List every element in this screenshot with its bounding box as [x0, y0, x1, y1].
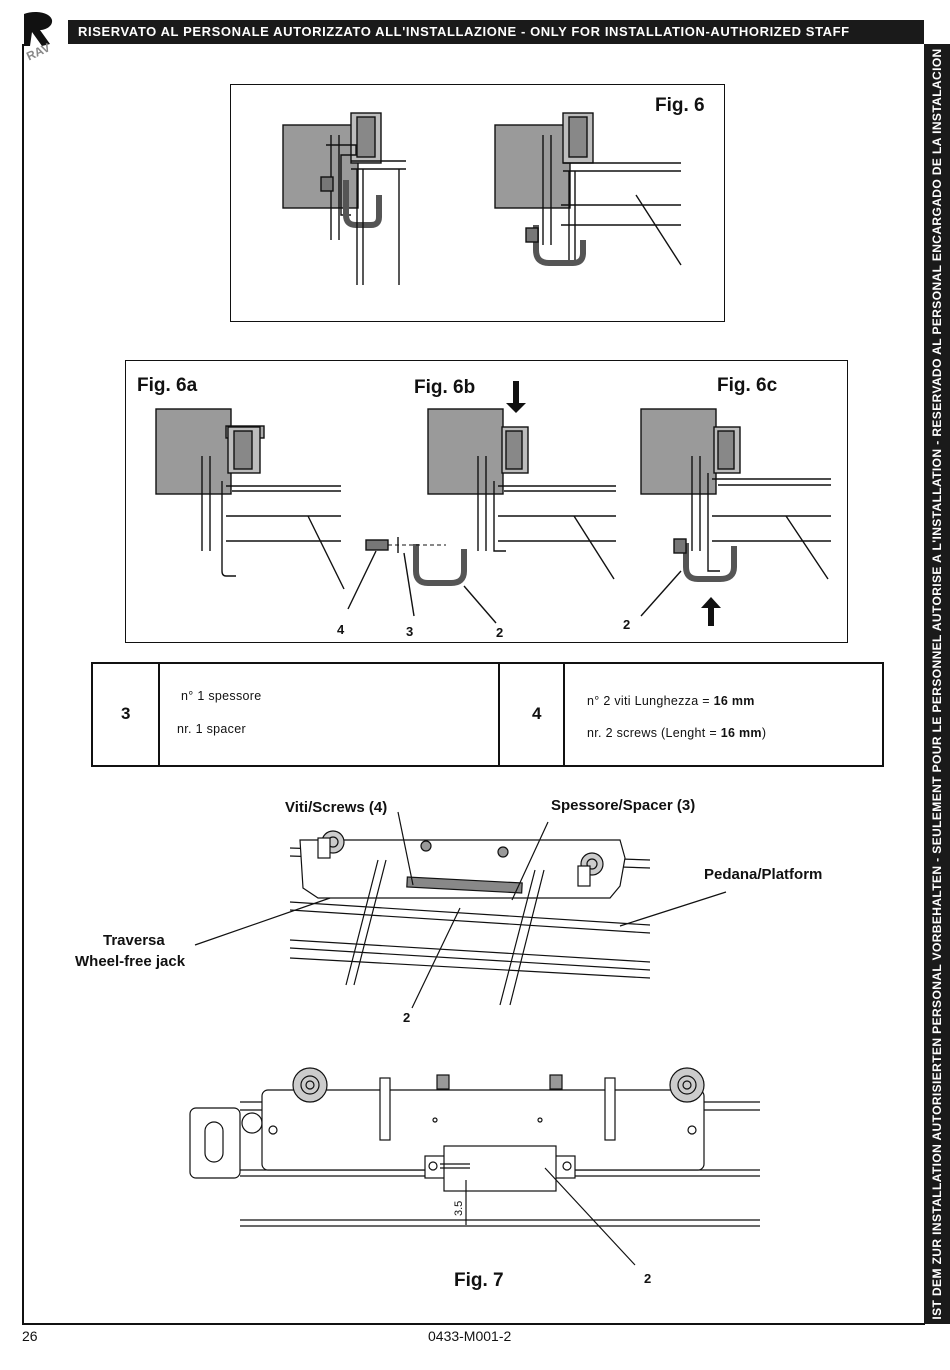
rav-logo: RAV	[20, 10, 64, 63]
fig6abc-box: Fig. 6a Fig. 6b Fig. 6c	[125, 360, 848, 643]
screws-label: Viti/Screws (4)	[285, 799, 388, 816]
fig7-drawing: 3.5	[189, 1067, 760, 1266]
header-banner: RISERVATO AL PERSONALE AUTORIZZATO ALL'I…	[68, 20, 924, 44]
item3-line1: n° 1 spessore	[181, 689, 262, 703]
platform-label: Pedana/Platform	[704, 866, 823, 883]
assembly-drawing	[194, 811, 727, 1009]
frame-bottom-rule	[22, 1323, 925, 1325]
fig6c-label: Fig. 6c	[717, 375, 778, 396]
spacer-label: Spessore/Spacer (3)	[551, 797, 696, 814]
item3-number: 3	[121, 704, 131, 723]
item4-line2-length: 16 mm	[720, 726, 762, 740]
fig6b-label: Fig. 6b	[414, 377, 476, 398]
callout-3-fig6b: 3	[406, 624, 414, 639]
item4-number: 4	[532, 704, 542, 723]
fig6-label: Fig. 6	[655, 95, 705, 116]
fig6abc-drawing	[155, 381, 831, 626]
spec-table: 3 n° 1 spessore nr. 1 spacer 4 n° 2 viti…	[91, 662, 884, 767]
callout-2-fig6b: 2	[496, 625, 504, 640]
jack-label-line1: Traversa	[103, 932, 165, 949]
document-code: 0433-M001-2	[428, 1328, 512, 1344]
fig6-box: Fig. 6	[230, 84, 725, 322]
jack-label-line2: Wheel-free jack	[75, 953, 186, 970]
item4-line2: nr. 2 screws (Lenght = 16 mm)	[587, 726, 766, 740]
item3-line2: nr. 1 spacer	[177, 722, 246, 736]
callout-2-fig6c: 2	[623, 617, 631, 632]
fig6-drawing	[282, 112, 682, 285]
table-divider	[563, 664, 565, 765]
item4-line2-text: nr. 2 screws (Lenght =	[587, 726, 721, 740]
assembly-callout-2: 2	[403, 1010, 411, 1025]
table-divider	[158, 664, 160, 765]
page-number: 26	[22, 1328, 38, 1344]
fig7-callout-2: 2	[644, 1271, 652, 1286]
item4-line1-length: 16 mm	[713, 694, 755, 708]
fig7-label: Fig. 7	[454, 1270, 504, 1291]
fig7-dimension: 3.5	[453, 1201, 465, 1216]
item4-line1-text: n° 2 viti Lunghezza =	[587, 694, 714, 708]
item4-line1: n° 2 viti Lunghezza = 16 mm	[587, 694, 755, 708]
table-divider	[498, 664, 500, 765]
frame-left-rule	[22, 44, 24, 1324]
fig6a-label: Fig. 6a	[137, 375, 198, 396]
callout-4-fig6b: 4	[337, 622, 345, 637]
sidebar: IST DEM ZUR INSTALLATION AUTORISIERTEN P…	[924, 44, 950, 1324]
item4-line2-close: )	[761, 726, 767, 740]
